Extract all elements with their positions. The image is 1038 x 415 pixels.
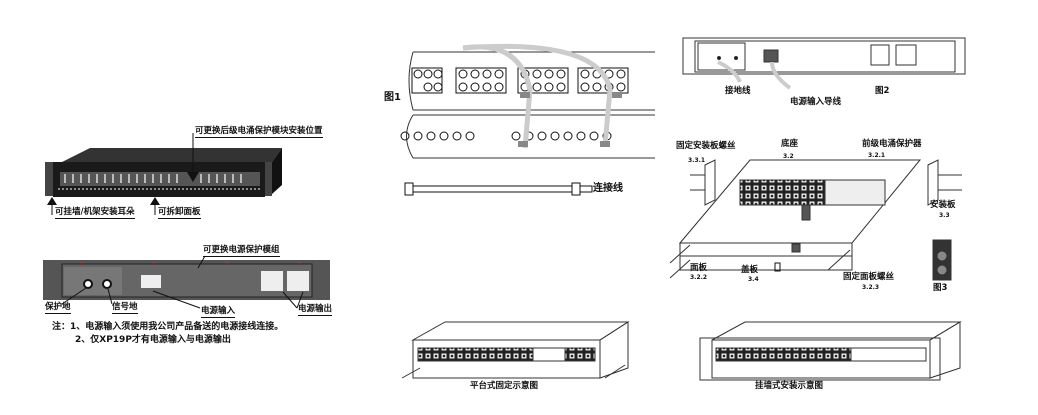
- panel-part-number: 3.2.2: [690, 274, 708, 281]
- signal-ground-label: 信号地: [112, 302, 138, 314]
- cable-label: 连接线: [593, 183, 623, 194]
- panel-label: 可拆卸面板: [158, 207, 201, 219]
- figure2-title: 图2: [875, 86, 890, 96]
- figure1-patch-panel: [400, 43, 655, 159]
- rack-rear-panel: [43, 255, 330, 309]
- exploded-assembly: [669, 159, 962, 281]
- panel-screw-label: 固定面板螺丝: [843, 272, 895, 282]
- front-protector-label: 前级电涌保护器: [862, 139, 922, 149]
- cover-number: 3.4: [748, 276, 759, 283]
- panel-screw-number: 3.2.3: [862, 284, 880, 291]
- ear-label: 可挂墙/机架安装耳朵: [55, 207, 135, 219]
- mount-plate-label: 安装板: [930, 200, 956, 210]
- mount-screw-number: 3.3.1: [688, 157, 706, 164]
- base-number: 3.2: [783, 153, 794, 160]
- desktop-install-caption: 平台式固定示意图: [470, 381, 539, 391]
- mount-plate-number: 3.3: [939, 212, 950, 219]
- rack-front-3d: [45, 133, 282, 215]
- note-line-2: 2、仅XP19P才有电源输入与电源输出: [75, 335, 231, 345]
- figure3-title: 图3: [933, 283, 948, 293]
- note-line-1: 注：1、电源输入须使用我公司产品备送的电源接线连接。: [52, 322, 284, 332]
- wall-install-caption: 挂墙式安装示意图: [755, 381, 824, 391]
- cover-label: 盖板: [741, 265, 759, 275]
- panel-part-label: 面板: [690, 263, 708, 273]
- power-output-label: 电源输出: [298, 304, 333, 316]
- connection-cable: [404, 182, 593, 196]
- module-position-label: 可更换后级电涌保护模块安装位置: [195, 126, 323, 138]
- power-input-label: 电源输入: [201, 306, 236, 318]
- figure2-rear-panel: [682, 37, 966, 90]
- protect-ground-label: 保护地: [45, 302, 71, 314]
- wall-install-rack: [699, 321, 962, 381]
- figure1-title: 图1: [384, 92, 401, 103]
- power-lead-label: 电源输入导线: [790, 97, 842, 107]
- module-group-label: 可更换电源保护模组: [203, 245, 280, 257]
- base-label: 底座: [781, 139, 799, 149]
- mount-screw-label: 固定安装板螺丝: [676, 141, 736, 151]
- ground-wire-label: 接地线: [725, 86, 751, 96]
- front-protector-number: 3.2.1: [868, 152, 886, 159]
- desktop-install-rack: [401, 321, 630, 379]
